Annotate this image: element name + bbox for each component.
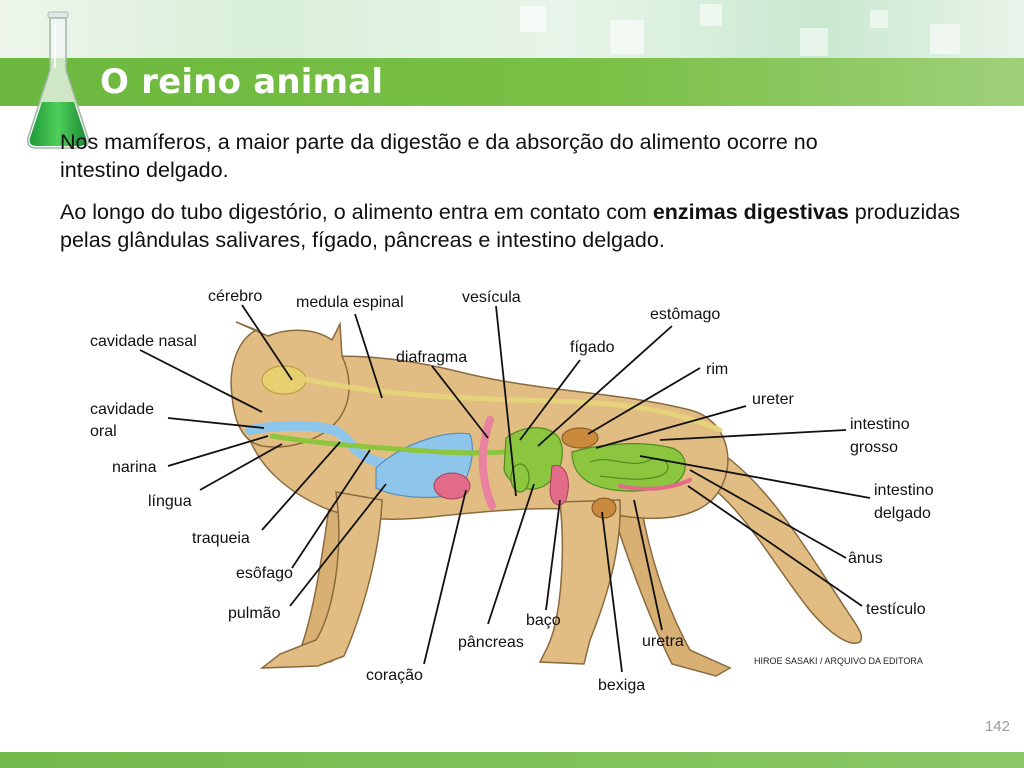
cat-illustration bbox=[230, 321, 863, 677]
paragraph-enzymes: Ao longo do tubo digestório, o alimento … bbox=[60, 198, 960, 254]
page-number: 142 bbox=[984, 718, 1010, 735]
label-bexiga: bexiga bbox=[598, 677, 645, 694]
leader-medula bbox=[354, 313, 383, 399]
leader-bexiga bbox=[601, 511, 623, 673]
leader-cerebro bbox=[241, 304, 293, 381]
leader-uretra bbox=[633, 499, 663, 631]
cat-leg-back-far bbox=[611, 498, 732, 677]
label-esofago: esôfago bbox=[236, 565, 293, 582]
paragraph-enzymes-start: Ao longo do tubo digestório, o alimento … bbox=[60, 200, 653, 224]
leader-intestino-delgado bbox=[639, 455, 871, 499]
leader-lines bbox=[139, 304, 871, 673]
label-diafragma: diafragma bbox=[396, 349, 467, 366]
leader-vesicula bbox=[495, 305, 517, 497]
label-intestino-grosso-line2: grosso bbox=[850, 439, 898, 456]
leader-testiculo bbox=[687, 485, 863, 607]
cat-diaphragm bbox=[478, 416, 496, 510]
leader-ureter bbox=[595, 405, 747, 449]
paragraph-enzymes-end: produzidas pelas glândulas salivares, fí… bbox=[60, 200, 960, 252]
leader-cavidade-nasal bbox=[139, 349, 263, 413]
cat-intestine-coils bbox=[589, 458, 669, 480]
label-intestino-delgado-line1: intestino bbox=[874, 482, 934, 499]
label-narina: narina bbox=[112, 459, 157, 476]
label-pulmao: pulmão bbox=[228, 605, 281, 622]
label-estomago: estômago bbox=[650, 306, 720, 323]
leader-figado bbox=[519, 359, 581, 441]
footer-band bbox=[0, 752, 1024, 768]
leader-baco bbox=[545, 499, 561, 611]
cat-spleen bbox=[549, 464, 569, 506]
label-figado: fígado bbox=[570, 339, 615, 356]
leader-diafragma bbox=[431, 365, 489, 439]
leader-rim bbox=[587, 367, 701, 435]
leader-cavidade-oral bbox=[167, 417, 265, 429]
label-cavidade-nasal: cavidade nasal bbox=[90, 333, 197, 350]
label-intestino-delgado-line2: delgado bbox=[874, 505, 931, 522]
cat-spinal-cord bbox=[297, 375, 723, 433]
label-coracao: coração bbox=[366, 667, 423, 684]
cat-tail bbox=[689, 438, 863, 644]
title-band bbox=[0, 58, 1024, 106]
cat-leg-front-near bbox=[259, 491, 383, 669]
label-ureter: ureter bbox=[752, 391, 794, 408]
slide-title: O reino animal bbox=[100, 62, 384, 102]
cat-leg-back-near bbox=[538, 499, 621, 665]
image-credit: HIROE SASAKI / ARQUIVO DA EDITORA bbox=[754, 656, 923, 666]
label-cavidade-oral-line2: oral bbox=[90, 423, 117, 440]
flask-icon bbox=[26, 11, 90, 149]
label-medula-espinal: medula espinal bbox=[296, 294, 404, 311]
leader-pulmao bbox=[289, 483, 387, 607]
leader-pancreas bbox=[487, 483, 535, 625]
paragraph-enzymes-bold: enzimas digestivas bbox=[652, 200, 849, 224]
leader-traqueia bbox=[261, 441, 341, 531]
label-cerebro: cérebro bbox=[208, 288, 262, 305]
leader-intestino-grosso bbox=[659, 429, 847, 441]
label-uretra: uretra bbox=[642, 633, 684, 650]
leader-estomago bbox=[537, 325, 673, 447]
leader-lingua bbox=[199, 443, 283, 491]
paragraph-digestion: Nos mamíferos, a maior parte da digestão… bbox=[60, 130, 818, 182]
label-anus: ânus bbox=[848, 550, 883, 567]
leader-narina bbox=[167, 435, 269, 467]
label-testiculo: testículo bbox=[866, 601, 926, 618]
label-baco: baço bbox=[526, 612, 561, 629]
label-cavidade-oral-line1: cavidade bbox=[90, 401, 154, 418]
label-rim: rim bbox=[706, 361, 728, 378]
organ-labels: cérebro medula espinal vesícula estômago… bbox=[90, 288, 934, 694]
leader-esofago bbox=[291, 449, 371, 569]
header-decoration bbox=[0, 0, 1024, 58]
label-traqueia: traqueia bbox=[192, 530, 250, 547]
label-vesicula: vesícula bbox=[462, 289, 521, 306]
leader-anus bbox=[689, 469, 847, 559]
leader-coracao bbox=[423, 489, 467, 665]
cat-heart bbox=[433, 472, 471, 500]
cat-bladder bbox=[591, 497, 617, 519]
label-pancreas: pâncreas bbox=[458, 634, 524, 651]
label-lingua: língua bbox=[148, 493, 192, 510]
cat-rectum bbox=[618, 478, 692, 491]
label-intestino-grosso-line1: intestino bbox=[850, 416, 910, 433]
